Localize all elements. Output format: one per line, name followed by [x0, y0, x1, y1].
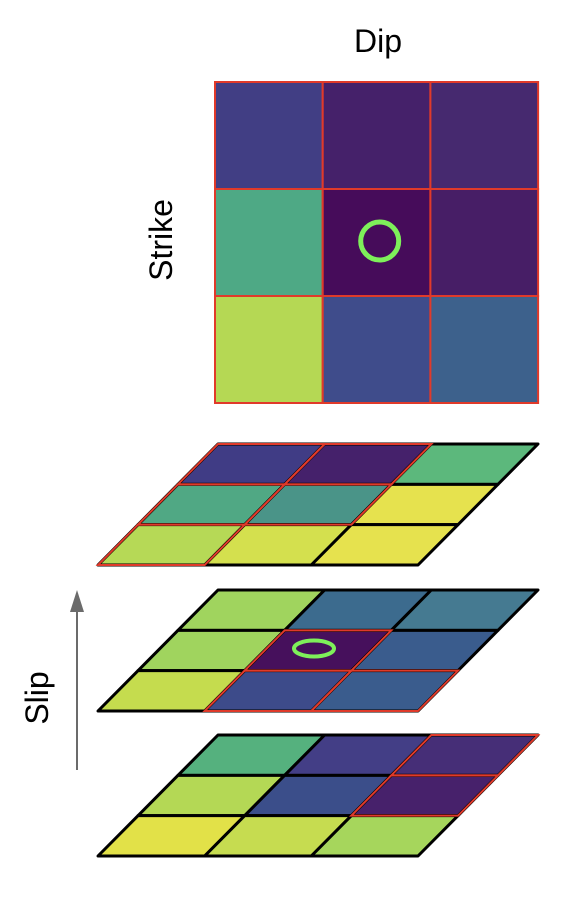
layer-lower: [96, 733, 541, 858]
highlighted-cell-outline: [242, 483, 394, 526]
top-grid-cell: [214, 295, 324, 404]
location-marker: [358, 219, 402, 263]
highlighted-cell-outline: [308, 669, 461, 712]
highlighted-cell-outline: [348, 774, 501, 817]
top-grid-cell: [214, 81, 324, 190]
top-grid-cell: [429, 295, 540, 404]
top-grid-cell: [429, 81, 540, 190]
top-grid-cell: [321, 295, 432, 404]
top-grid-cell: [321, 81, 432, 190]
dip-label: Dip: [354, 23, 402, 59]
layer-upper: [95, 442, 540, 567]
slip-arrow: [70, 590, 84, 770]
strike-label: Strike: [143, 199, 179, 281]
top-grid-cell: [321, 188, 432, 297]
layer-cell: [309, 523, 460, 567]
slip-label: Slip: [19, 671, 55, 724]
location-marker: [292, 638, 336, 659]
top-grid-cell: [429, 188, 540, 297]
top-grid-cell: [214, 188, 324, 297]
highlighted-cell-outline: [95, 523, 248, 566]
layer-middle: [96, 588, 540, 713]
top-grid: [214, 81, 540, 404]
